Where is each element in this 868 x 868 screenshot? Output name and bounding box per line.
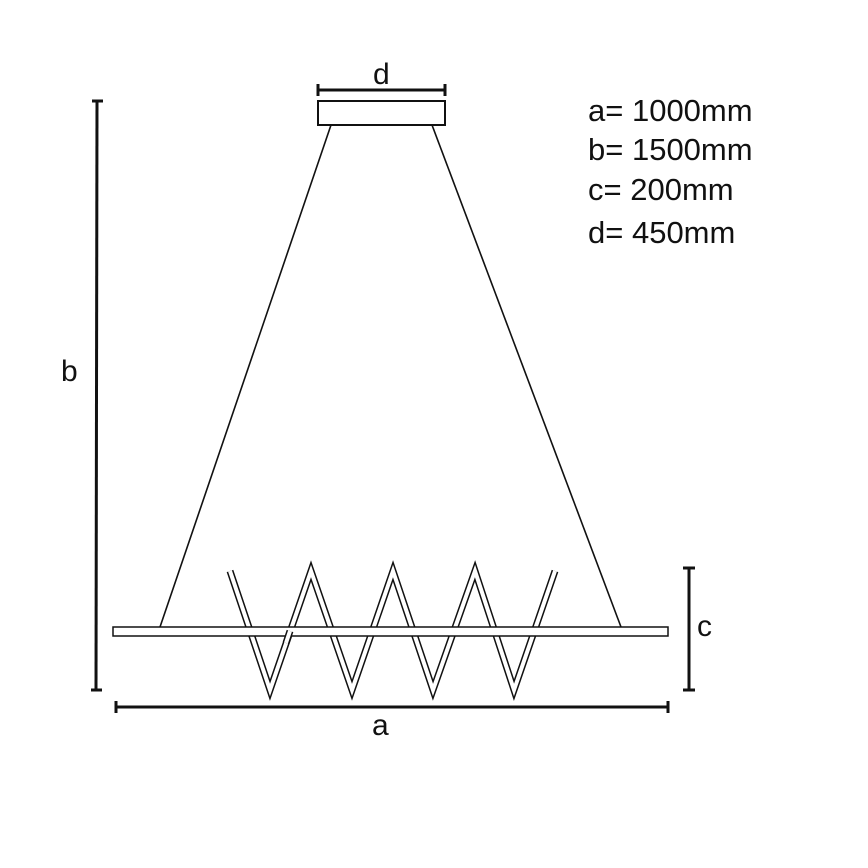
spec-a: a= 1000mm xyxy=(588,93,753,128)
suspension-wire-right xyxy=(431,124,622,628)
dimension-c xyxy=(683,566,695,692)
zigzag-front-segments xyxy=(282,629,294,645)
dimension-d xyxy=(316,84,447,96)
ceiling-canopy xyxy=(317,100,446,126)
dimension-b xyxy=(91,99,103,692)
spec-d: d= 450mm xyxy=(588,215,736,250)
spec-c: c= 200mm xyxy=(588,172,734,207)
dimension-label-c: c xyxy=(697,610,712,643)
dimension-a xyxy=(114,701,670,713)
horizontal-light-bar xyxy=(112,626,669,637)
suspension-wire-left xyxy=(159,124,332,628)
dimension-label-d: d xyxy=(373,58,390,91)
spec-b: b= 1500mm xyxy=(588,132,753,167)
dimension-label-b: b xyxy=(61,355,78,388)
zigzag-light-element xyxy=(226,560,559,701)
dimension-label-a: a xyxy=(372,709,389,742)
